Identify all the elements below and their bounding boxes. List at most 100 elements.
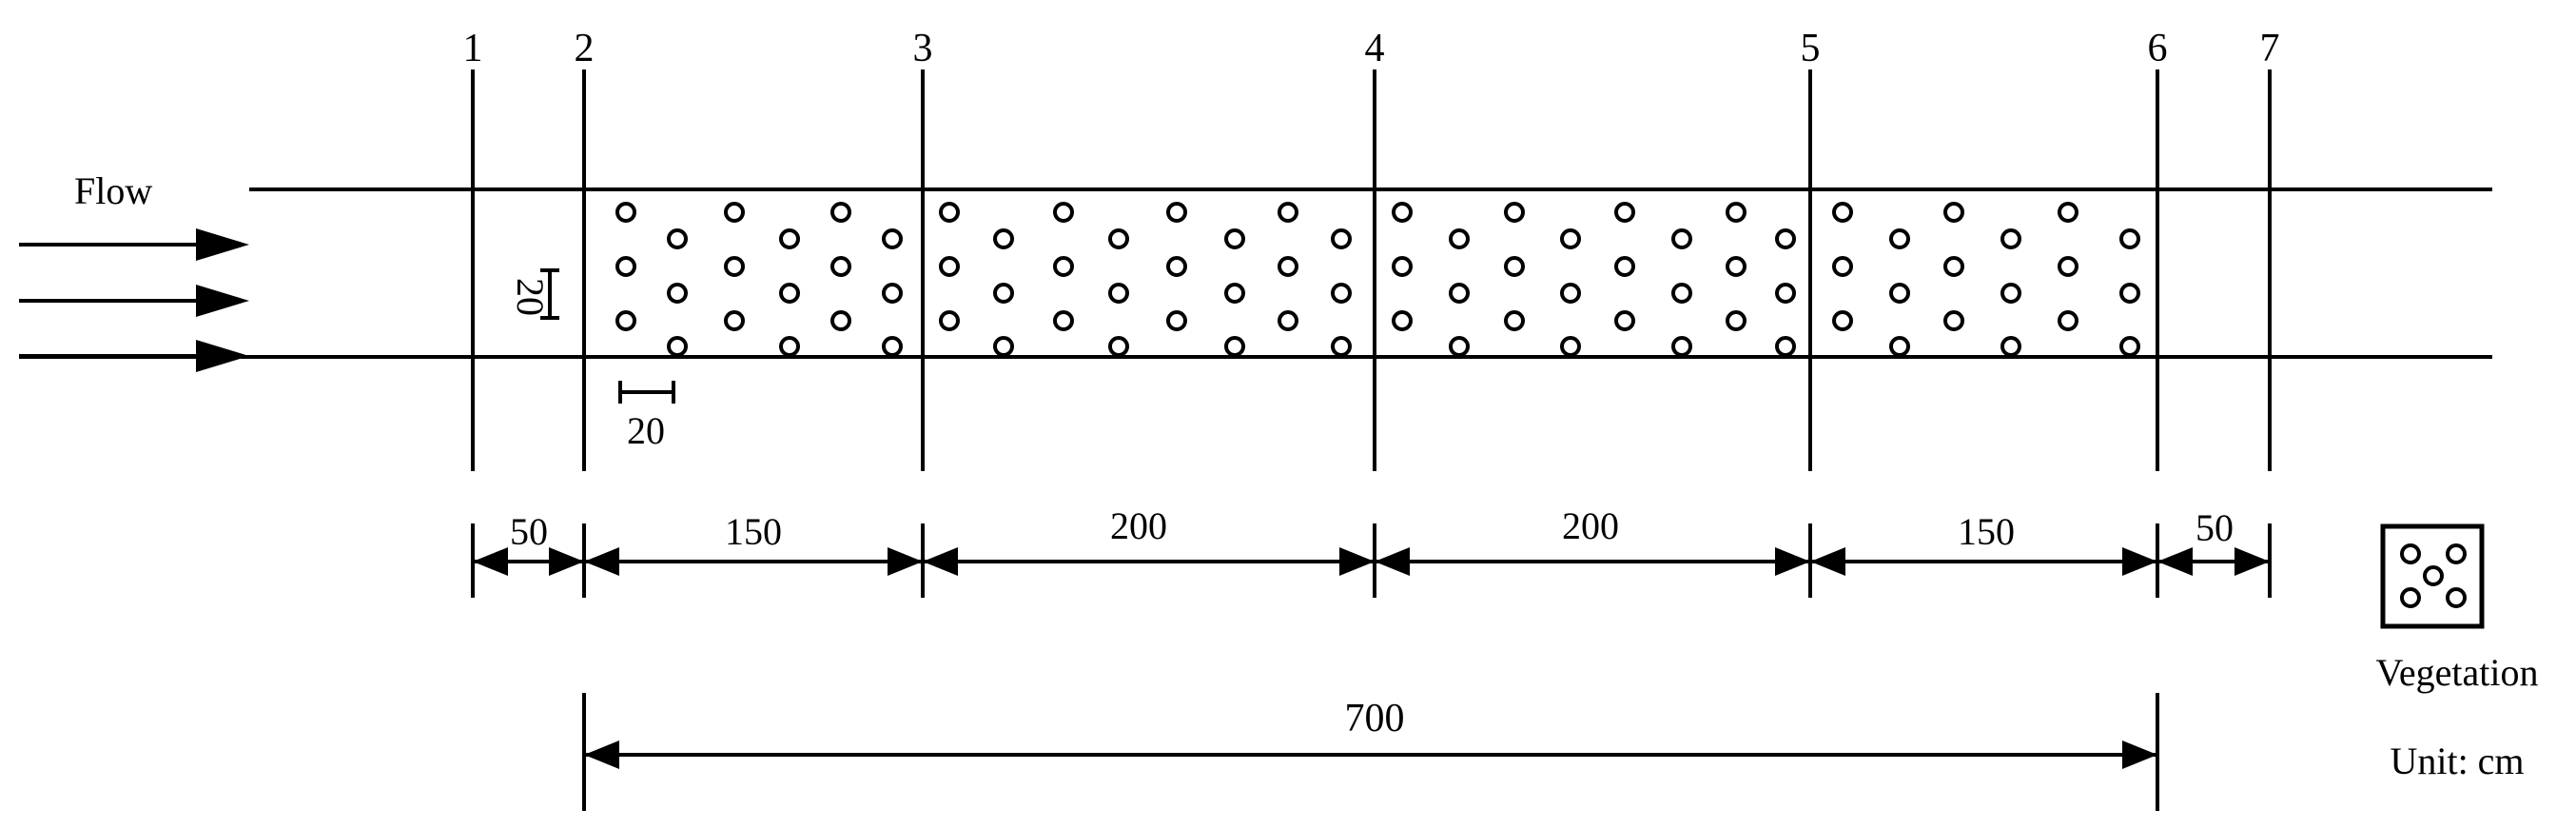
total-arrowhead-right <box>2122 740 2157 769</box>
vegetation-stem-68 <box>1832 256 1853 277</box>
section-number-5: 5 <box>1801 27 1821 70</box>
segment-arrowhead-3-right <box>1339 547 1375 576</box>
segment-arrowhead-3-left <box>923 547 958 576</box>
legend-stem-1 <box>2400 543 2421 564</box>
vegetation-stem-13 <box>830 202 851 223</box>
vegetation-stem-3 <box>615 310 636 331</box>
vegetation-stem-57 <box>1614 310 1635 331</box>
vegetation-stem-17 <box>882 283 903 304</box>
segment-dimension-3: 200 <box>923 504 1375 576</box>
segment-arrowhead-6-right <box>2234 547 2270 576</box>
vegetation-stem-48 <box>1449 336 1470 357</box>
vegetation-stem-7 <box>724 202 745 223</box>
vegetation-stem-40 <box>1331 228 1352 249</box>
vegetation-stem-67 <box>1832 202 1853 223</box>
unit-label: Unit: cm <box>2390 740 2524 782</box>
vegetation-stem-81 <box>2058 310 2078 331</box>
segment-arrowhead-6-left <box>2157 547 2193 576</box>
segment-dimension-4: 200 <box>1375 504 1810 576</box>
vegetation-stem-59 <box>1671 283 1692 304</box>
vegetation-stem-34 <box>1224 228 1245 249</box>
total-dimension <box>582 693 2159 811</box>
vegetation-stem-4 <box>667 228 688 249</box>
segment-arrowhead-5-left <box>1810 547 1845 576</box>
vegetation-stem-50 <box>1504 256 1525 277</box>
vegetation-stem-18 <box>882 336 903 357</box>
segment-dimension-6: 50 <box>2157 506 2270 576</box>
segment-length-6: 50 <box>2195 506 2234 549</box>
segment-arrowhead-5-right <box>2122 547 2157 576</box>
section-lines <box>471 69 2272 471</box>
vegetation-stem-2 <box>615 256 636 277</box>
section-number-6: 6 <box>2148 27 2168 70</box>
vegetation-stem-49 <box>1504 202 1525 223</box>
vegetation-stem-5 <box>667 283 688 304</box>
vegetation-stem-20 <box>939 256 960 277</box>
vegetation-stem-37 <box>1278 202 1298 223</box>
vegetation-stem-69 <box>1832 310 1853 331</box>
vegetation-stem-27 <box>1053 310 1074 331</box>
segment-length-5: 150 <box>1958 510 2015 553</box>
legend-label: Vegetation <box>2375 651 2538 694</box>
vegetation-stem-52 <box>1560 228 1581 249</box>
vegetation-stem-25 <box>1053 202 1074 223</box>
vegetation-stem-61 <box>1726 202 1747 223</box>
segment-arrowhead-1-right <box>549 547 584 576</box>
vegetation-stem-19 <box>939 202 960 223</box>
vegetation-stem-9 <box>724 310 745 331</box>
vegetation-stem-30 <box>1108 336 1129 357</box>
vegetation-stem-10 <box>779 228 800 249</box>
vegetation-stem-21 <box>939 310 960 331</box>
vegetation-stem-41 <box>1331 283 1352 304</box>
vegetation-stem-46 <box>1449 228 1470 249</box>
vegetation-stem-78 <box>2000 336 2021 357</box>
vegetation-stem-12 <box>779 336 800 357</box>
vegetation-stems <box>615 202 2140 357</box>
vegetation-stem-54 <box>1560 336 1581 357</box>
vegetation-stem-72 <box>1889 336 1910 357</box>
legend-stem-2 <box>2446 543 2467 564</box>
vegetation-legend <box>2380 523 2485 629</box>
vegetation-stem-84 <box>2119 336 2140 357</box>
vegetation-stem-71 <box>1889 283 1910 304</box>
vegetation-stem-47 <box>1449 283 1470 304</box>
flow-arrowhead-3 <box>196 340 249 372</box>
legend-stem-5 <box>2446 587 2467 608</box>
horizontal-spacing-marker <box>618 381 675 404</box>
segment-length-4: 200 <box>1562 504 1619 547</box>
vegetation-stem-28 <box>1108 228 1129 249</box>
vegetation-stem-22 <box>993 228 1014 249</box>
total-length-label: 700 <box>1345 697 1405 740</box>
vegetation-stem-39 <box>1278 310 1298 331</box>
vegetation-stem-79 <box>2058 202 2078 223</box>
vegetation-stem-23 <box>993 283 1014 304</box>
vegetation-stem-15 <box>830 310 851 331</box>
vegetation-stem-55 <box>1614 202 1635 223</box>
vegetation-stem-36 <box>1224 336 1245 357</box>
vertical-spacing-label: 20 <box>509 278 552 316</box>
vegetation-stem-8 <box>724 256 745 277</box>
segment-arrowhead-2-left <box>584 547 619 576</box>
segment-arrowhead-2-right <box>888 547 923 576</box>
vegetation-stem-64 <box>1775 228 1796 249</box>
segment-dimension-2: 150 <box>584 510 923 576</box>
flow-label: Flow <box>74 169 152 212</box>
section-numbers: 1 2 3 4 5 6 7 <box>463 27 2280 70</box>
vegetation-stem-33 <box>1166 310 1187 331</box>
vegetation-stem-76 <box>2000 228 2021 249</box>
vegetation-stem-45 <box>1392 310 1413 331</box>
legend-stem-4 <box>2400 587 2421 608</box>
vegetation-stem-66 <box>1775 336 1796 357</box>
segment-length-2: 150 <box>725 510 782 553</box>
vegetation-stem-58 <box>1671 228 1692 249</box>
vegetation-stem-74 <box>1943 256 1964 277</box>
vegetation-stem-83 <box>2119 283 2140 304</box>
segment-dimension-1: 50 <box>473 510 584 576</box>
vegetation-stem-44 <box>1392 256 1413 277</box>
segment-arrowhead-1-left <box>473 547 508 576</box>
vegetation-stem-35 <box>1224 283 1245 304</box>
flow-arrowhead-2 <box>196 285 249 317</box>
vegetation-stem-73 <box>1943 202 1964 223</box>
